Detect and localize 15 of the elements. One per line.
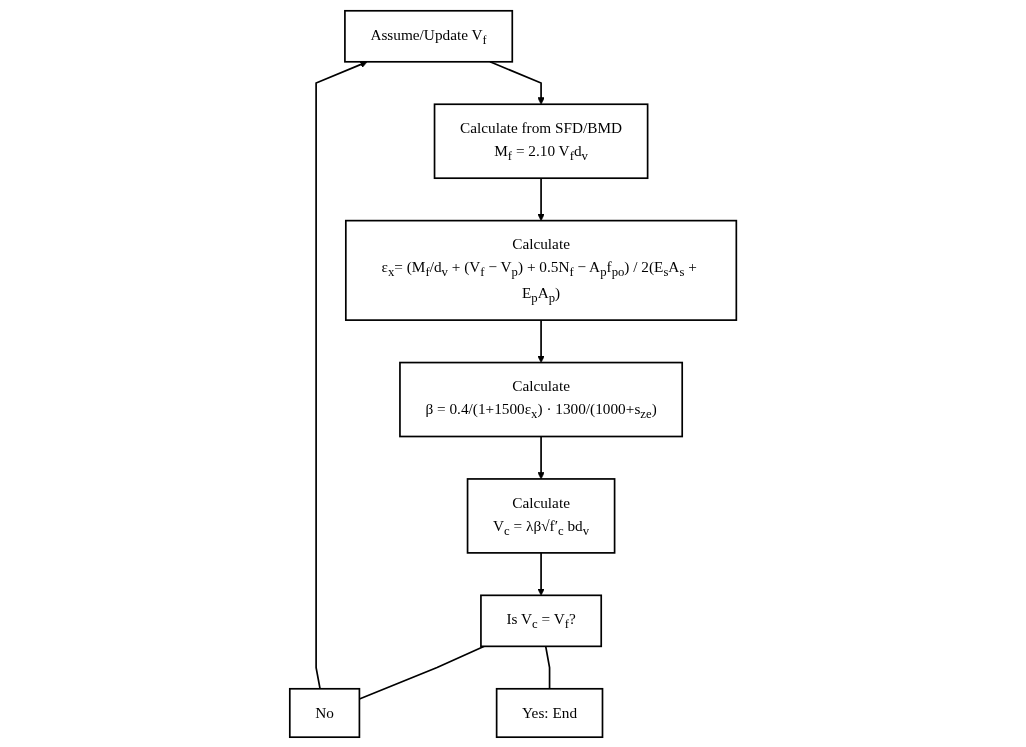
node-box: Assume/Update V$_{f}$ bbox=[344, 9, 514, 63]
node-box: Is V$_{c}$ = V$_{f}$? bbox=[480, 594, 602, 647]
connector bbox=[544, 645, 551, 690]
arrow bbox=[537, 176, 545, 221]
arrow bbox=[315, 60, 368, 690]
node-box: Calculate from SFD/BMD M$_{f}$ = 2.10 V$_{f}$d$_{v}$ bbox=[433, 102, 649, 179]
arrow bbox=[537, 435, 545, 479]
node-box: Yes: End bbox=[495, 687, 604, 738]
node-box: Calculate V$_{c}$ = λβ√f′$_{c}$ bd$_{v}$ bbox=[466, 477, 616, 554]
arrow bbox=[489, 60, 545, 105]
node-box: No bbox=[288, 687, 361, 738]
node-box: Calculate β = 0.4/(1+1500ε$_{x}$) · 1300/(1000+s$_{ze}$) bbox=[399, 361, 683, 437]
arrow bbox=[537, 318, 545, 363]
arrow bbox=[537, 551, 545, 596]
node-box: Calculate ε$_{x}$= (M$_{f}$/d$_{v}$ + (V$_{f}$ − V$_{p}$) + 0.5N$_{f}$ − A$_{p}$f$_{po}$) / 2(E$_{s}$A$_{s}$ + E$_{p}$A$_{p}$) bbox=[344, 219, 738, 321]
